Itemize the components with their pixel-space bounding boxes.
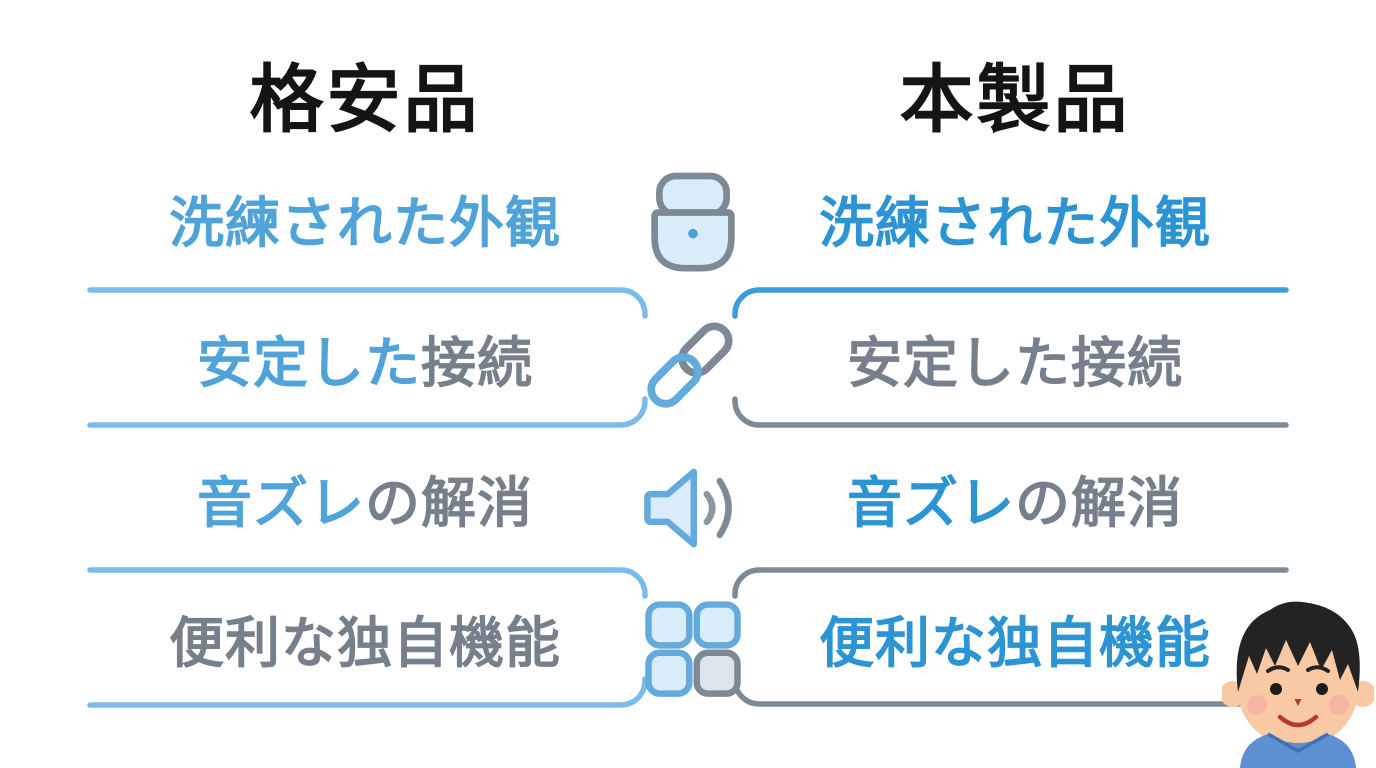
- feature-text-blue: 洗練された外観: [818, 192, 1211, 254]
- feature-right-appearance: 洗練された外観: [690, 188, 1340, 258]
- grid-icon: [645, 601, 741, 697]
- feature-left-connection: 安定した接続: [40, 328, 690, 398]
- left-column-header: 格安品: [249, 58, 481, 141]
- feature-right-audio-sync: 音ズレの解消: [690, 468, 1340, 538]
- feature-right-connection: 安定した接続: [690, 328, 1340, 398]
- eyebrow: [1266, 665, 1290, 673]
- feature-text-blue: 洗練された外観: [168, 192, 561, 254]
- earbuds-case-icon: [651, 172, 735, 272]
- feature-left-audio-sync: 音ズレの解消: [40, 468, 690, 538]
- feature-right-unique-functions: 便利な独自機能: [690, 608, 1340, 678]
- person-illustration: [1222, 601, 1374, 768]
- cheek: [1329, 695, 1349, 715]
- feature-text-gray: 安定した接続: [846, 332, 1183, 394]
- face: [1238, 633, 1358, 747]
- feature-text-gray: 便利な独自機能: [168, 612, 561, 674]
- eye: [1316, 683, 1328, 695]
- feature-text-gray: の解消: [1015, 472, 1184, 534]
- feature-text-blue: 音ズレ: [196, 472, 365, 534]
- eyebrow: [1306, 665, 1330, 673]
- feature-text-blue: 安定した: [196, 332, 421, 394]
- case-indicator-dot: [688, 228, 698, 239]
- nose: [1294, 699, 1302, 706]
- right-column-header: 本製品: [899, 58, 1131, 141]
- shirt-collar: [1267, 732, 1329, 754]
- mouth: [1277, 714, 1319, 728]
- feature-text-blue: 音ズレ: [846, 472, 1015, 534]
- speaker-icon: [644, 468, 732, 548]
- link-icon: [647, 322, 733, 408]
- cheek: [1247, 695, 1267, 715]
- feature-left-appearance: 洗練された外観: [40, 188, 690, 258]
- hair: [1236, 601, 1360, 692]
- feature-text-gray: の解消: [365, 472, 534, 534]
- feature-text-blue: 便利な独自機能: [818, 612, 1211, 674]
- eye: [1270, 683, 1282, 695]
- feature-left-unique-functions: 便利な独自機能: [40, 608, 690, 678]
- feature-text-gray: 接続: [421, 332, 534, 394]
